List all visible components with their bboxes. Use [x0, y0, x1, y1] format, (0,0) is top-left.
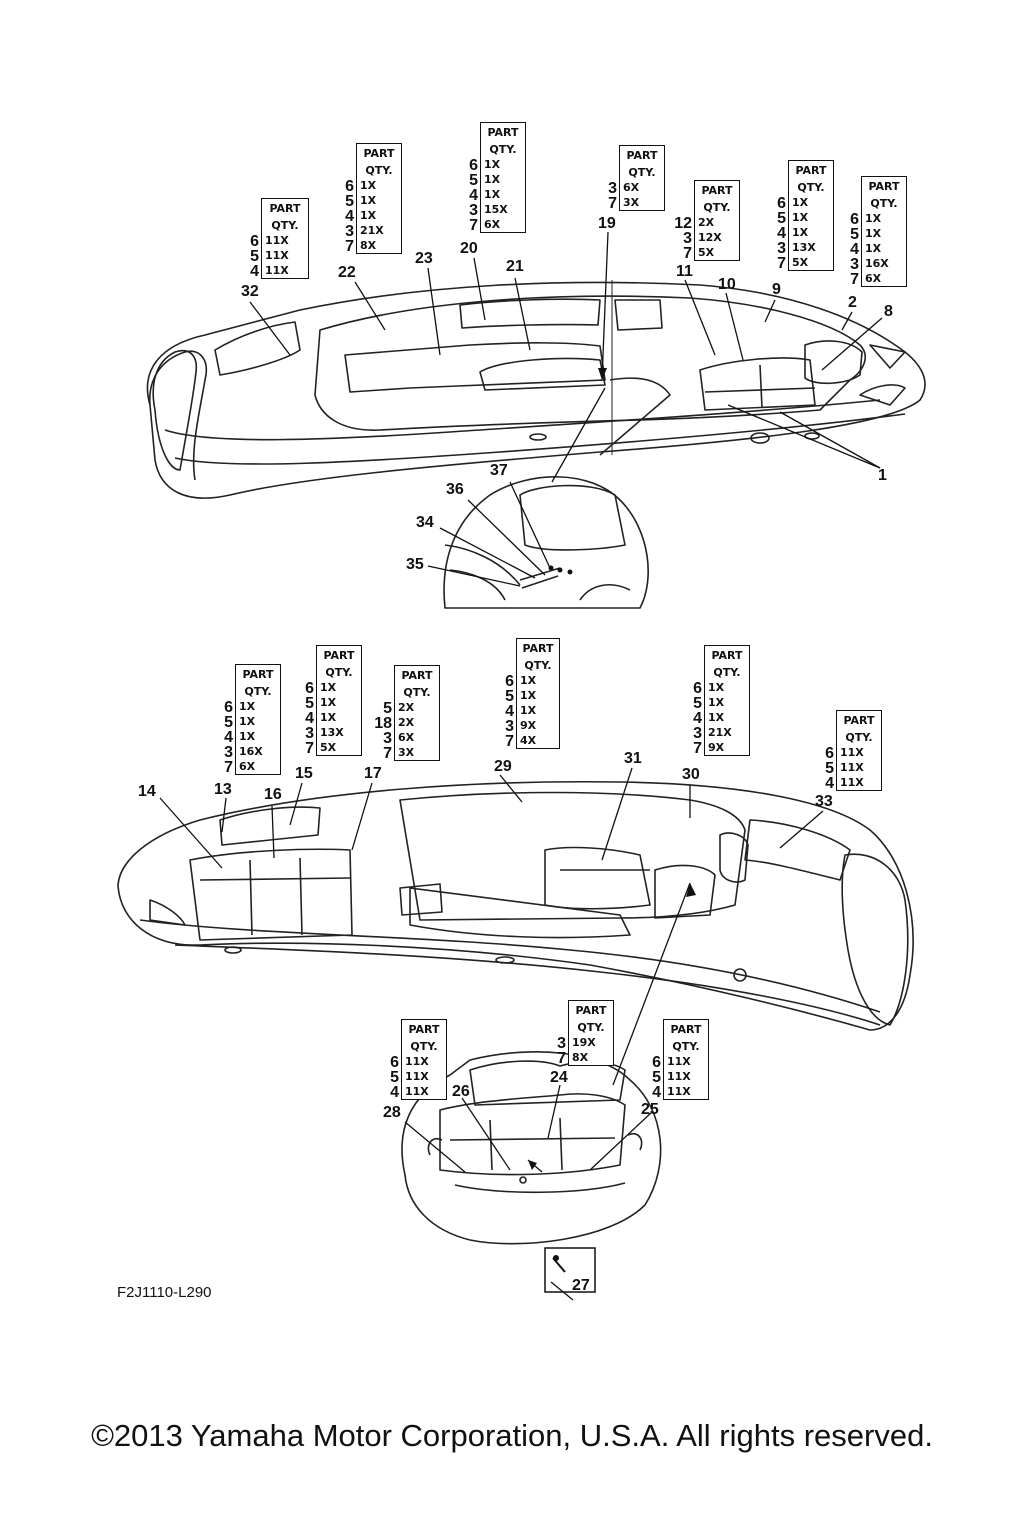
- detail-inset-upper: [443, 476, 649, 609]
- leader-lines: [159, 231, 883, 1301]
- qty-box-15: PART QTY. 1X 1X 1X 13X 5X: [316, 645, 362, 756]
- callout-33: 33: [815, 793, 833, 810]
- callout-15: 15: [295, 765, 313, 782]
- callout-20: 20: [460, 240, 478, 257]
- callout-36: 36: [446, 481, 464, 498]
- qty-box-33: PART QTY. 11X 11X 11X: [836, 710, 882, 791]
- qty-box-13: PART QTY. 1X 1X 1X 16X 6X: [235, 664, 281, 775]
- part-27-box: [544, 1247, 596, 1293]
- callout-34: 34: [416, 514, 434, 531]
- callout-2: 2: [848, 294, 857, 311]
- qty-box-20: PART QTY. 1X 1X 1X 15X 6X: [480, 122, 526, 233]
- callout-1: 1: [878, 467, 887, 484]
- callout-19: 19: [598, 215, 616, 232]
- callout-25: 25: [641, 1101, 659, 1118]
- qty-box-28: PART QTY. 11X 11X 11X: [401, 1019, 447, 1100]
- qty-box-32: PART QTY. 11X 11X 11X: [261, 198, 309, 279]
- qty-box-22: PART QTY. 1X 1X 1X 21X 8X: [356, 143, 402, 254]
- callout-28: 28: [383, 1104, 401, 1121]
- callout-21: 21: [506, 258, 524, 275]
- copyright-notice: ©2013 Yamaha Motor Corporation, U.S.A. A…: [91, 1418, 933, 1453]
- qty-box-30: PART QTY. 1X 1X 1X 21X 9X: [704, 645, 750, 756]
- diagram-code: F2J1110-L290: [117, 1284, 212, 1301]
- qty-box-29: PART QTY. 1X 1X 1X 9X 4X: [516, 638, 560, 749]
- callout-10: 10: [718, 276, 736, 293]
- upper-deck-outline: [146, 281, 926, 499]
- qty-box-11: PART QTY. 2X 12X 5X: [694, 180, 740, 261]
- callout-8: 8: [884, 303, 893, 320]
- callout-14: 14: [138, 783, 156, 800]
- callout-23: 23: [415, 250, 433, 267]
- qty-box-17: PART QTY. 2X 2X 6X 3X: [394, 665, 440, 761]
- callout-31: 31: [624, 750, 642, 767]
- callout-17: 17: [364, 765, 382, 782]
- callout-22: 22: [338, 264, 356, 281]
- callout-11: 11: [676, 263, 693, 280]
- callout-24: 24: [550, 1069, 568, 1086]
- qty-box-25: PART QTY. 11X 11X 11X: [663, 1019, 709, 1100]
- qty-box-2: PART QTY. 1X 1X 1X 16X 6X: [861, 176, 907, 287]
- qty-box-19: PART QTY. 6X 3X: [619, 145, 665, 211]
- callout-37: 37: [490, 462, 508, 479]
- callout-32: 32: [241, 283, 259, 300]
- qty-box-9: PART QTY. 1X 1X 1X 13X 5X: [788, 160, 834, 271]
- lower-deck-outline: [117, 780, 914, 1031]
- qty-box-24: PART QTY. 19X 8X: [568, 1000, 614, 1066]
- callout-35: 35: [406, 556, 424, 573]
- arrow-heads: [528, 368, 696, 1170]
- callout-16: 16: [264, 786, 282, 803]
- callout-30: 30: [682, 766, 700, 783]
- callout-13: 13: [214, 781, 232, 798]
- callout-29: 29: [494, 758, 512, 775]
- callout-26: 26: [452, 1083, 470, 1100]
- callout-27: 27: [572, 1277, 590, 1294]
- callout-9: 9: [772, 281, 781, 298]
